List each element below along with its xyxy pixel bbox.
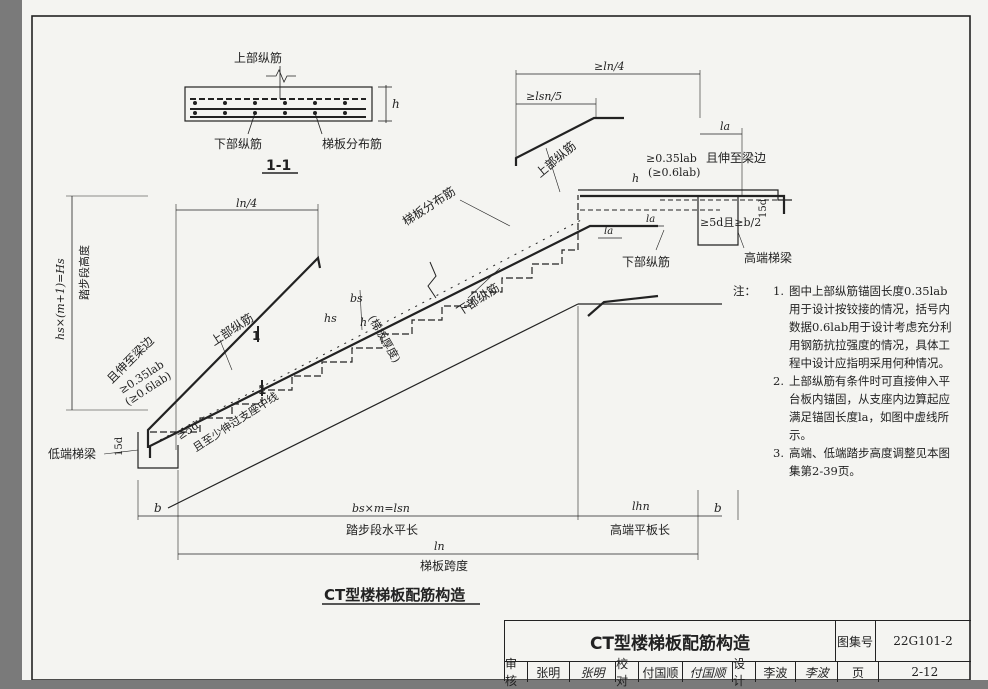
reviewer-name: 张明 (528, 662, 570, 682)
section-tag: 1-1 (266, 158, 291, 174)
step-len-label: 踏步段水平长 (346, 522, 418, 537)
section-1-1 (184, 66, 392, 174)
upper-bar-right-label: 上部纵筋 (532, 138, 578, 180)
page-number: 2-12 (911, 665, 939, 679)
slab-thick-label: (梯板厚度) (365, 313, 403, 366)
page-label: 页 (838, 662, 879, 682)
designer-name: 李波 (756, 662, 797, 682)
dim-lhn: lhn (632, 500, 650, 513)
dim-ln4-left: ln/4 (236, 197, 257, 210)
note-2-text: 上部纵筋有条件时可直接伸入平台板内锚固，从支座内边算起应满足锚固长度la，如图中… (789, 374, 950, 442)
note-2-num: 2. (773, 374, 784, 388)
sheet-border (31, 15, 971, 680)
check-label: 校对 (616, 657, 639, 688)
span-label: 梯板跨度 (420, 558, 468, 573)
notes-block: 注： 1. 图中上部纵筋锚固长度0.35lab用于设计按铰接的情况，括号内数据0… (733, 282, 955, 480)
section-upper-bar-label: 上部纵筋 (234, 50, 282, 65)
title-block-title: CT型楼梯板配筋构造 (505, 621, 836, 661)
section-dist-bar-label: 梯板分布筋 (322, 136, 382, 151)
h-top-label: h (632, 172, 639, 185)
dim-lsn5: ≥lsn/5 (526, 90, 562, 103)
note-3-num: 3. (773, 446, 784, 460)
dist-bar-label: 梯板分布筋 (399, 183, 458, 228)
high-flat-label: 高端平板长 (610, 522, 670, 537)
low-beam-label: 低端梯梁 (48, 446, 96, 461)
notes-head: 注： (733, 284, 756, 298)
section-tag-1: 1 (252, 329, 260, 343)
dim-ln: ln (434, 540, 445, 553)
section-tag-2: 1 (258, 383, 266, 397)
dim-ln4-right: ≥ln/4 (594, 60, 625, 73)
five-d-right: ≥5d且≥b/2 (700, 216, 761, 229)
bs-label: bs (350, 292, 363, 305)
reviewer-signature: 张明 (570, 662, 617, 682)
designer-signature: 李波 (796, 662, 839, 682)
dim-la-top: la (720, 120, 730, 133)
title-block: CT型楼梯板配筋构造 图集号 22G101-2 审核 张明 张明 校对 付国顺 … (504, 620, 971, 688)
fifteen-d-left: 15d (114, 436, 125, 456)
step-height-label: 踏步段高度 (77, 245, 91, 300)
checker-name: 付国顺 (639, 662, 683, 682)
design-label: 设计 (733, 657, 756, 688)
lower-bar-right-label: 下部纵筋 (622, 254, 670, 269)
dim-la-1: la (604, 226, 613, 237)
section-lower-bar-label: 下部纵筋 (214, 136, 262, 151)
note-1-num: 1. (773, 284, 784, 298)
checker-signature: 付国顺 (683, 662, 734, 682)
atlas-number: 22G101-2 (893, 634, 953, 648)
anchor-top-2: (≥0.6lab) (648, 166, 700, 179)
hs-formula-label: hs×(m+1)=Hs (54, 258, 67, 340)
review-label: 审核 (505, 657, 528, 688)
past-support-label: 且至少伸过支座中线 (190, 389, 281, 455)
h-slab-label: h (360, 316, 367, 329)
dim-bs-m: bs×m=lsn (352, 502, 410, 515)
stair-geometry (66, 70, 792, 605)
dim-b-right: b (714, 501, 722, 515)
lower-bar-mid-label: 下部纵筋 (453, 280, 501, 319)
fifteen-d-right: 15d (758, 198, 769, 218)
hs-label: hs (324, 312, 337, 325)
extend-beam-top: 且伸至梁边 (706, 150, 766, 165)
atlas-label: 图集号 (835, 621, 876, 661)
drawing-caption: CT型楼梯板配筋构造 (324, 586, 465, 604)
dim-la-2: la (646, 214, 655, 225)
note-1-text: 图中上部纵筋锚固长度0.35lab用于设计按铰接的情况，括号内数据0.6lab用… (789, 284, 952, 370)
dim-b-left: b (154, 501, 162, 515)
high-beam-label: 高端梯梁 (744, 250, 792, 265)
anchor-top-1: ≥0.35lab (646, 152, 697, 165)
note-3-text: 高端、低端踏步高度调整见本图集第2-39页。 (789, 446, 950, 478)
section-h-label: h (392, 97, 400, 111)
